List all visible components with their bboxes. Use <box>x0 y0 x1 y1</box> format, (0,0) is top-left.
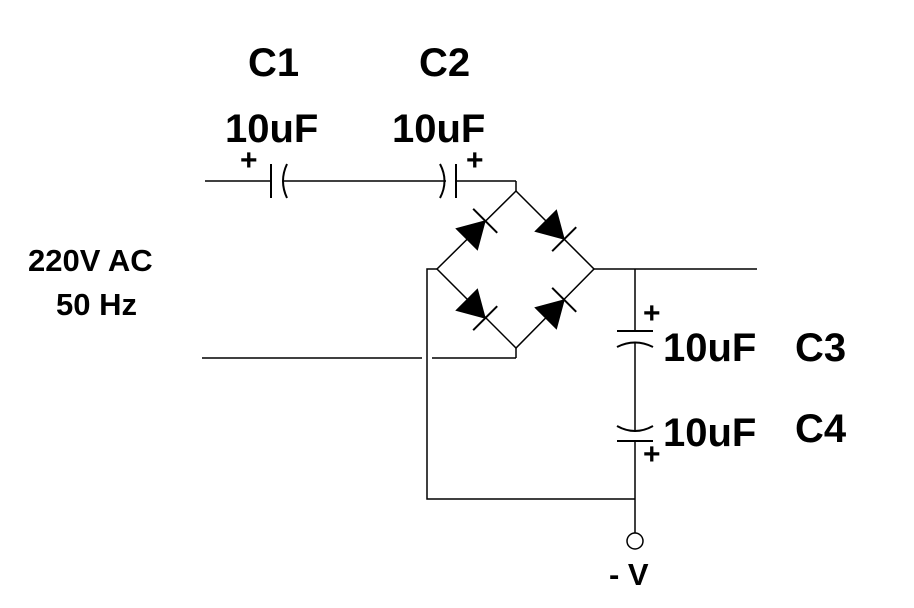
c4-name-label: C4 <box>795 407 847 451</box>
bottom-input-wire <box>202 348 517 359</box>
source-voltage-label: 220V AC <box>28 243 153 278</box>
diode-top-left <box>455 208 498 251</box>
c2-value-label: 10uF <box>392 107 486 151</box>
c2-name-label: C2 <box>419 41 471 85</box>
negative-terminal-label: - V <box>609 557 649 592</box>
c1-value-label: 10uF <box>225 107 319 151</box>
c4-plus-label: + <box>643 438 661 471</box>
c3-value-label: 10uF <box>663 326 757 370</box>
c3-plus-label: + <box>643 297 661 330</box>
positive-output-wire <box>594 268 757 331</box>
c4-value-label: 10uF <box>663 411 757 455</box>
c1-plus-label: + <box>240 144 258 177</box>
capacitor-c1-symbol <box>270 163 288 199</box>
top-input-wire <box>205 180 517 191</box>
capacitor-c2-symbol <box>439 163 457 199</box>
diode-top-right <box>534 209 577 252</box>
negative-return-wire <box>426 268 636 533</box>
diode-bottom-right <box>534 287 577 330</box>
negative-terminal <box>626 532 644 550</box>
bridge-rectifier <box>435 190 596 350</box>
c1-name-label: C1 <box>248 41 300 85</box>
diode-bottom-left <box>455 288 498 331</box>
source-frequency-label: 50 Hz <box>56 287 137 322</box>
c3-name-label: C3 <box>795 326 847 370</box>
c2-plus-label: + <box>466 144 484 177</box>
